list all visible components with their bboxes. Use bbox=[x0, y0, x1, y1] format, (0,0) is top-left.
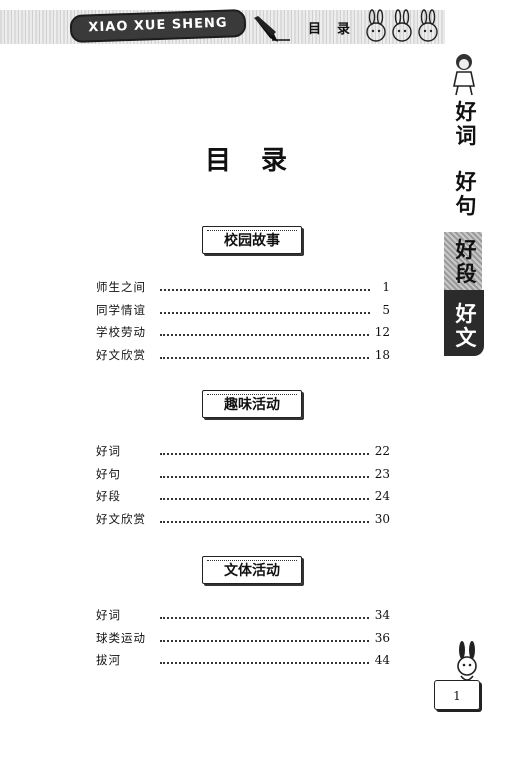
toc-entry-label: 好词 bbox=[96, 444, 121, 458]
toc-leader-dots bbox=[160, 662, 369, 664]
side-tab-char: 文 bbox=[455, 326, 477, 350]
toc-entry-page: 30 bbox=[374, 512, 390, 526]
side-tab-char: 好 bbox=[455, 100, 477, 124]
toc-leader-dots bbox=[160, 453, 369, 455]
side-tab-char: 好 bbox=[455, 238, 477, 262]
toc-entry-label: 学校劳动 bbox=[96, 325, 146, 339]
toc-entry-label: 球类运动 bbox=[96, 631, 146, 645]
section-title: 校园故事 bbox=[202, 226, 302, 254]
header-title: 目录 bbox=[308, 22, 367, 37]
side-tab-char: 词 bbox=[455, 124, 477, 148]
toc-leader-dots bbox=[160, 521, 369, 523]
toc-entry-page: 44 bbox=[374, 653, 390, 667]
toc-entry[interactable]: 好段 24 bbox=[96, 487, 390, 505]
toc-entry-label: 好句 bbox=[96, 467, 121, 481]
toc-entry-page: 34 bbox=[374, 608, 390, 622]
toc-leader-dots bbox=[160, 476, 369, 478]
child-figure-icon bbox=[453, 54, 475, 96]
toc-leader-dots bbox=[160, 312, 370, 314]
toc-entry-page: 36 bbox=[374, 631, 390, 645]
rabbits-icon bbox=[366, 9, 438, 42]
toc-entry[interactable]: 师生之间 1 bbox=[96, 278, 390, 296]
toc-leader-dots bbox=[160, 498, 369, 500]
toc-entry[interactable]: 球类运动 36 bbox=[96, 629, 390, 647]
toc-entry[interactable]: 拔河 44 bbox=[96, 651, 390, 669]
toc-leader-dots bbox=[160, 640, 369, 642]
page-title: 目录 bbox=[205, 146, 318, 176]
side-tab-char: 段 bbox=[455, 262, 477, 286]
side-tab-shade bbox=[444, 232, 482, 290]
toc-entry[interactable]: 好文欣赏 18 bbox=[96, 346, 390, 364]
section-title: 文体活动 bbox=[202, 556, 302, 584]
toc-entry-label: 拔河 bbox=[96, 653, 121, 667]
toc-entry-page: 18 bbox=[374, 348, 390, 362]
side-tab-char: 好 bbox=[455, 302, 477, 326]
side-tab-active bbox=[444, 290, 484, 356]
toc-entry-label: 同学情谊 bbox=[96, 303, 146, 317]
toc-entry-label: 好段 bbox=[96, 489, 121, 503]
side-tab-char: 好 bbox=[455, 170, 477, 194]
toc-entry-label: 好文欣赏 bbox=[96, 512, 146, 526]
toc-entry-page: 12 bbox=[374, 325, 390, 339]
toc-entry-page: 22 bbox=[374, 444, 390, 458]
toc-leader-dots bbox=[160, 289, 370, 291]
toc-leader-dots bbox=[160, 617, 369, 619]
toc-entry-page: 23 bbox=[374, 467, 390, 481]
toc-entry[interactable]: 同学情谊 5 bbox=[96, 301, 390, 319]
toc-entry[interactable]: 好词 34 bbox=[96, 606, 390, 624]
toc-entry-page: 24 bbox=[374, 489, 390, 503]
toc-entry-label: 好词 bbox=[96, 608, 121, 622]
page-number: 1 bbox=[434, 680, 480, 710]
pen-icon bbox=[254, 16, 290, 42]
toc-leader-dots bbox=[160, 357, 369, 359]
toc-entry[interactable]: 好句 23 bbox=[96, 465, 390, 483]
toc-entry[interactable]: 好词 22 bbox=[96, 442, 390, 460]
toc-entry[interactable]: 好文欣赏 30 bbox=[96, 510, 390, 528]
toc-entry-page: 5 bbox=[382, 303, 390, 317]
toc-entry-page: 1 bbox=[382, 280, 390, 294]
section-title: 趣味活动 bbox=[202, 390, 302, 418]
toc-entry-label: 师生之间 bbox=[96, 280, 146, 294]
toc-entry-label: 好文欣赏 bbox=[96, 348, 146, 362]
side-tab-char: 句 bbox=[455, 194, 477, 218]
toc-leader-dots bbox=[160, 334, 369, 336]
toc-entry[interactable]: 学校劳动 12 bbox=[96, 323, 390, 341]
